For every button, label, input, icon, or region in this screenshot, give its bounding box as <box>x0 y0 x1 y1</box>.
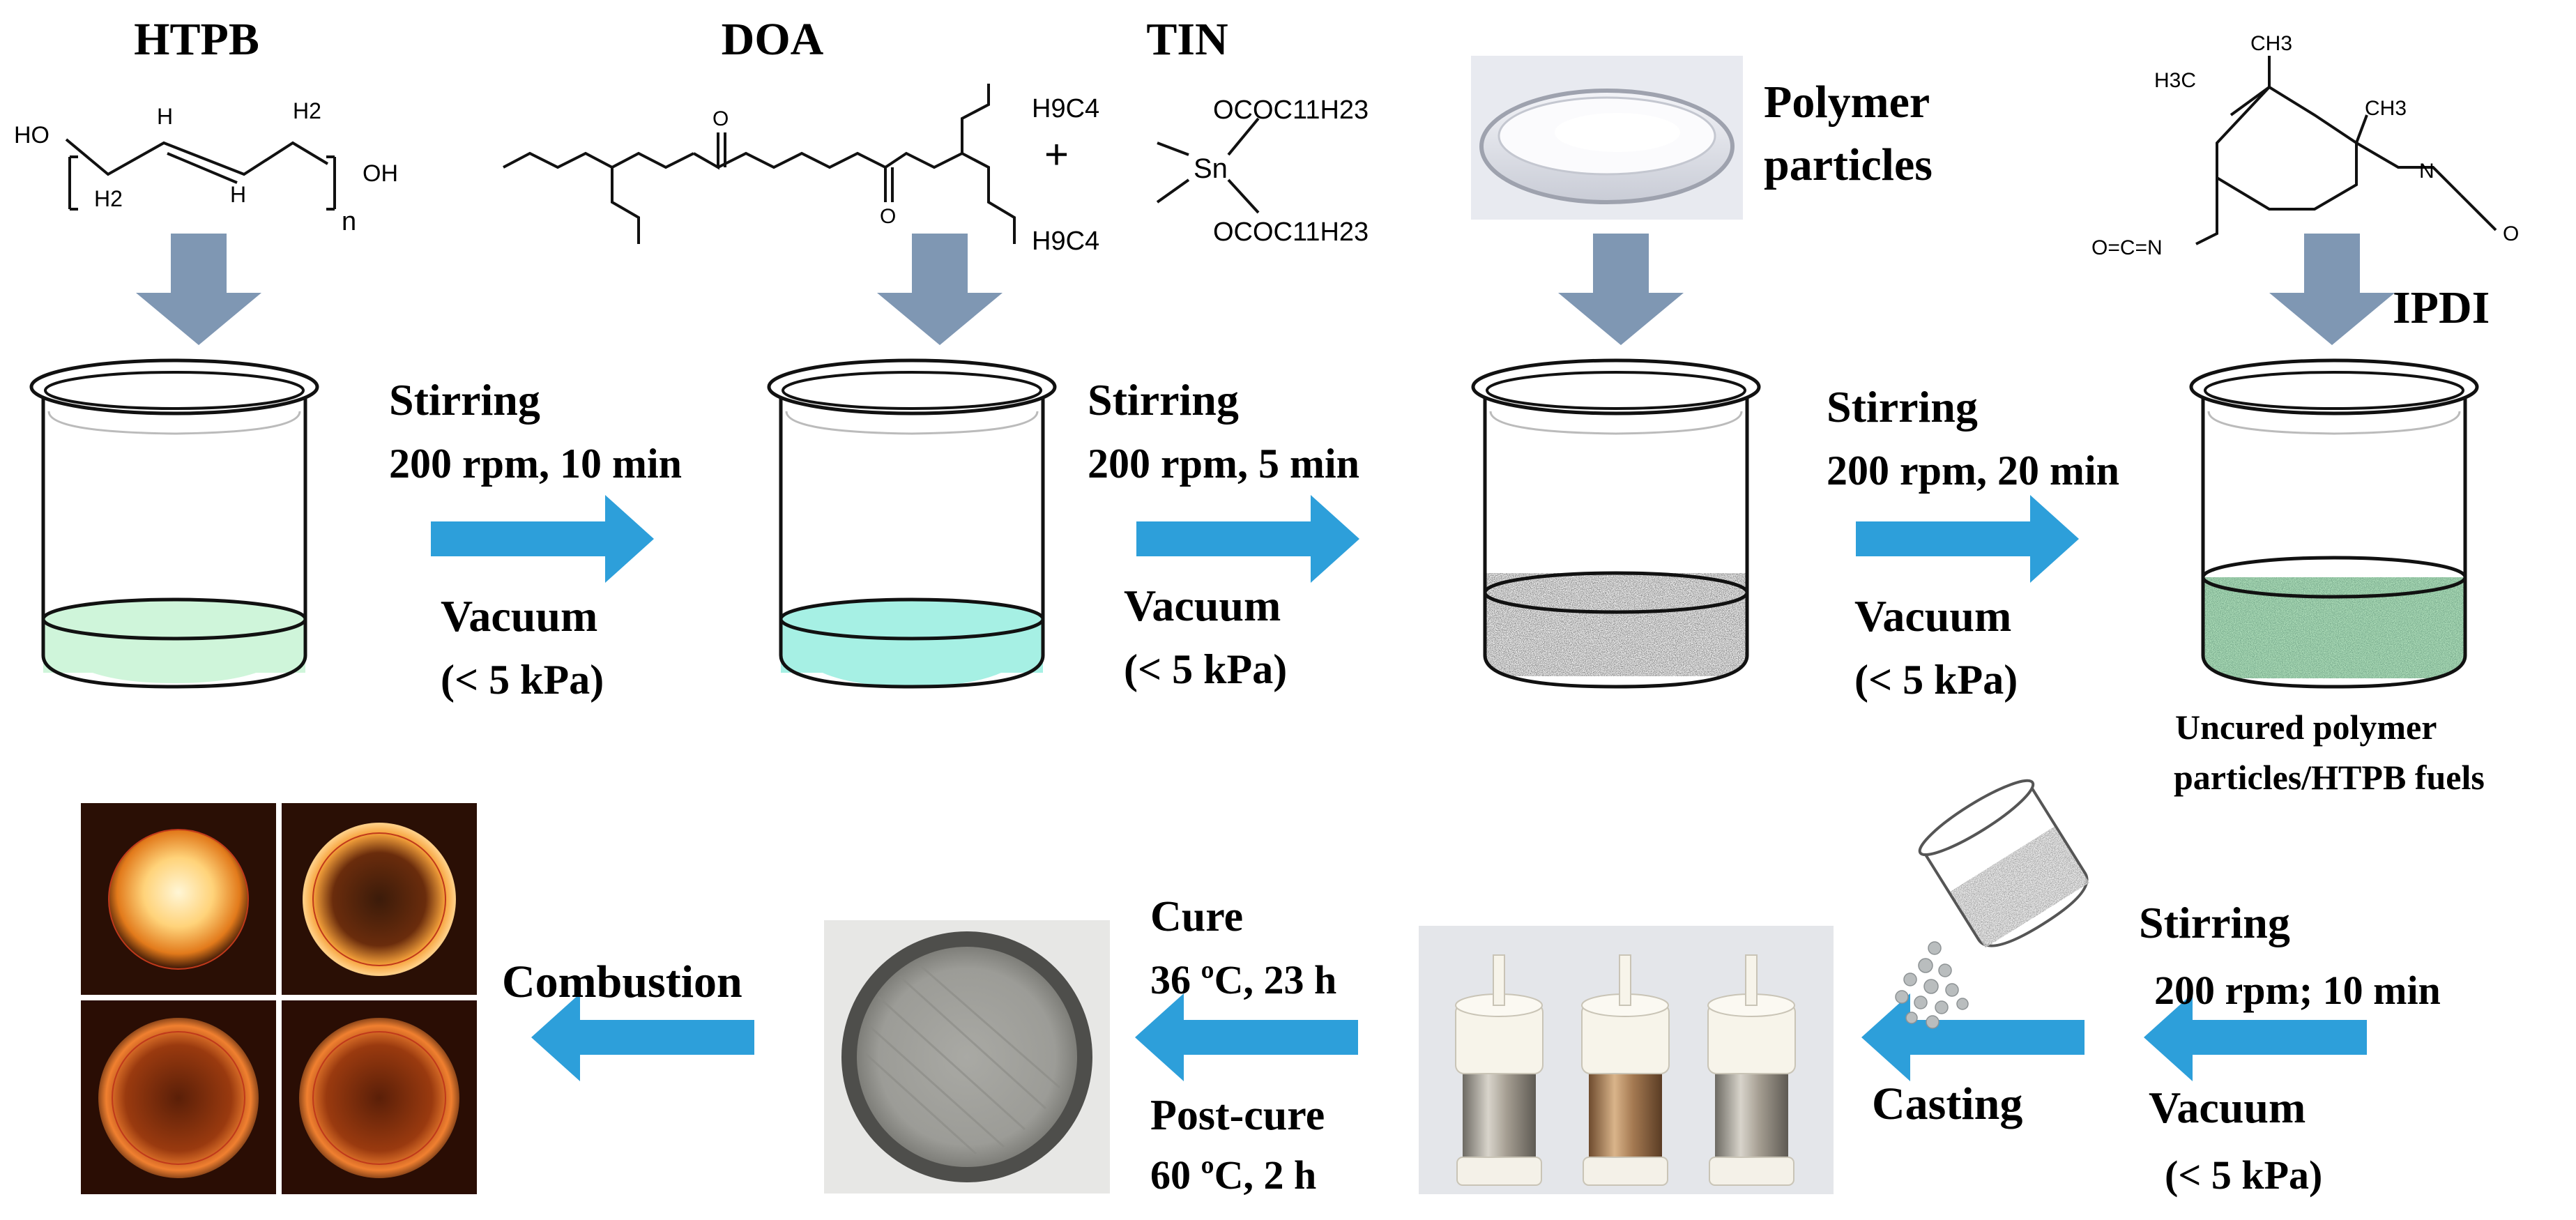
htpb-h-upper: H <box>157 104 173 129</box>
htpb-ho: HO <box>14 122 49 148</box>
combustion-photos <box>78 802 477 1196</box>
petri-dish-image <box>1471 56 1743 220</box>
htpb-structure <box>65 138 336 211</box>
step3-pressure: (< 5 kPa) <box>1854 657 2018 703</box>
doa-o-1: O <box>712 107 729 130</box>
ipdi-oecn: O=C=N <box>2091 236 2163 259</box>
step2-vacuum: Vacuum <box>1124 581 1281 630</box>
htpb-h-lower: H <box>230 182 246 207</box>
ipdi-title: IPDI <box>2393 282 2490 333</box>
ipdi-ch3-top: CH3 <box>2250 32 2292 55</box>
tin-structure <box>1156 117 1260 214</box>
htpb-oh: OH <box>363 160 398 187</box>
ipdi-n: N <box>2419 160 2434 183</box>
casting-label: Casting <box>1872 1078 2022 1129</box>
down-arrow-doa <box>877 234 1003 345</box>
htpb-h2-lower: H2 <box>94 186 123 211</box>
flow-arrow-2 <box>1136 495 1359 583</box>
step1-vacuum: Vacuum <box>441 591 597 641</box>
cured-sample-photo <box>824 920 1110 1194</box>
step4-vacuum: Vacuum <box>2149 1083 2306 1132</box>
beaker-doa <box>767 358 1057 689</box>
combustion-label: Combustion <box>502 956 742 1007</box>
down-arrow-ipdi <box>2269 234 2395 345</box>
ipdi-nco-bond <box>2460 194 2497 231</box>
doa-title: DOA <box>722 14 824 65</box>
post-cure-conditions: 60 ºC, 2 h <box>1150 1152 1316 1198</box>
casting-molds-photo <box>1419 926 1834 1194</box>
uncured-line2: particles/HTPB fuels <box>2174 758 2485 797</box>
flow-arrow-cure <box>1135 993 1358 1081</box>
tin-ococ-bottom: OCOC11H23 <box>1213 218 1369 247</box>
step4-action: Stirring <box>2139 898 2290 947</box>
ipdi-ch3-right: CH3 <box>2365 97 2407 120</box>
step3-vacuum: Vacuum <box>1854 591 2011 641</box>
down-arrow-polymer <box>1558 234 1684 345</box>
tin-ococ-top: OCOC11H23 <box>1213 96 1369 125</box>
polymer-title-line2: particles <box>1764 139 1933 190</box>
step3-action: Stirring <box>1827 382 1978 432</box>
beaker-uncured <box>2189 358 2479 689</box>
step2-pressure: (< 5 kPa) <box>1124 646 1287 692</box>
step2-action: Stirring <box>1088 375 1239 425</box>
flow-arrow-1 <box>431 495 654 583</box>
step1-action: Stirring <box>389 375 540 425</box>
cure-conditions: 36 ºC, 23 h <box>1150 957 1336 1002</box>
down-arrow-htpb <box>136 234 261 345</box>
step3-params: 200 rpm, 20 min <box>1827 448 2119 494</box>
uncured-line1: Uncured polymer <box>2175 708 2437 747</box>
ipdi-o: O <box>2503 222 2519 245</box>
htpb-h2-upper: H2 <box>293 98 321 123</box>
htpb-title: HTPB <box>134 14 259 65</box>
flow-arrow-casting <box>1861 993 2085 1081</box>
flow-arrow-combustion <box>531 993 754 1081</box>
tin-h9c4-bottom: H9C4 <box>1032 227 1099 256</box>
ipdi-structure <box>2195 56 2462 245</box>
doa-o-2: O <box>880 205 896 228</box>
step1-params: 200 rpm, 10 min <box>389 441 682 487</box>
tin-sn: Sn <box>1194 153 1228 184</box>
doa-structure <box>503 84 1016 244</box>
step1-pressure: (< 5 kPa) <box>441 657 604 703</box>
plus-sign: + <box>1044 131 1069 178</box>
cure-label: Cure <box>1150 893 1243 940</box>
step4-params: 200 rpm; 10 min <box>2154 968 2441 1013</box>
ipdi-h3c: H3C <box>2154 69 2196 92</box>
tin-h9c4-top: H9C4 <box>1032 94 1099 123</box>
post-cure-label: Post-cure <box>1150 1092 1325 1139</box>
tin-title: TIN <box>1146 14 1228 65</box>
flow-arrow-stirring4 <box>2144 993 2367 1081</box>
step2-params: 200 rpm, 5 min <box>1088 441 1359 487</box>
beaker-polymer <box>1471 358 1761 689</box>
pouring-beaker-icon <box>1895 779 2090 1029</box>
htpb-n: n <box>342 207 356 236</box>
flow-arrow-3 <box>1856 495 2079 583</box>
beaker-htpb <box>29 358 319 689</box>
step4-pressure: (< 5 kPa) <box>2165 1152 2322 1198</box>
polymer-title-line1: Polymer <box>1764 77 1930 128</box>
